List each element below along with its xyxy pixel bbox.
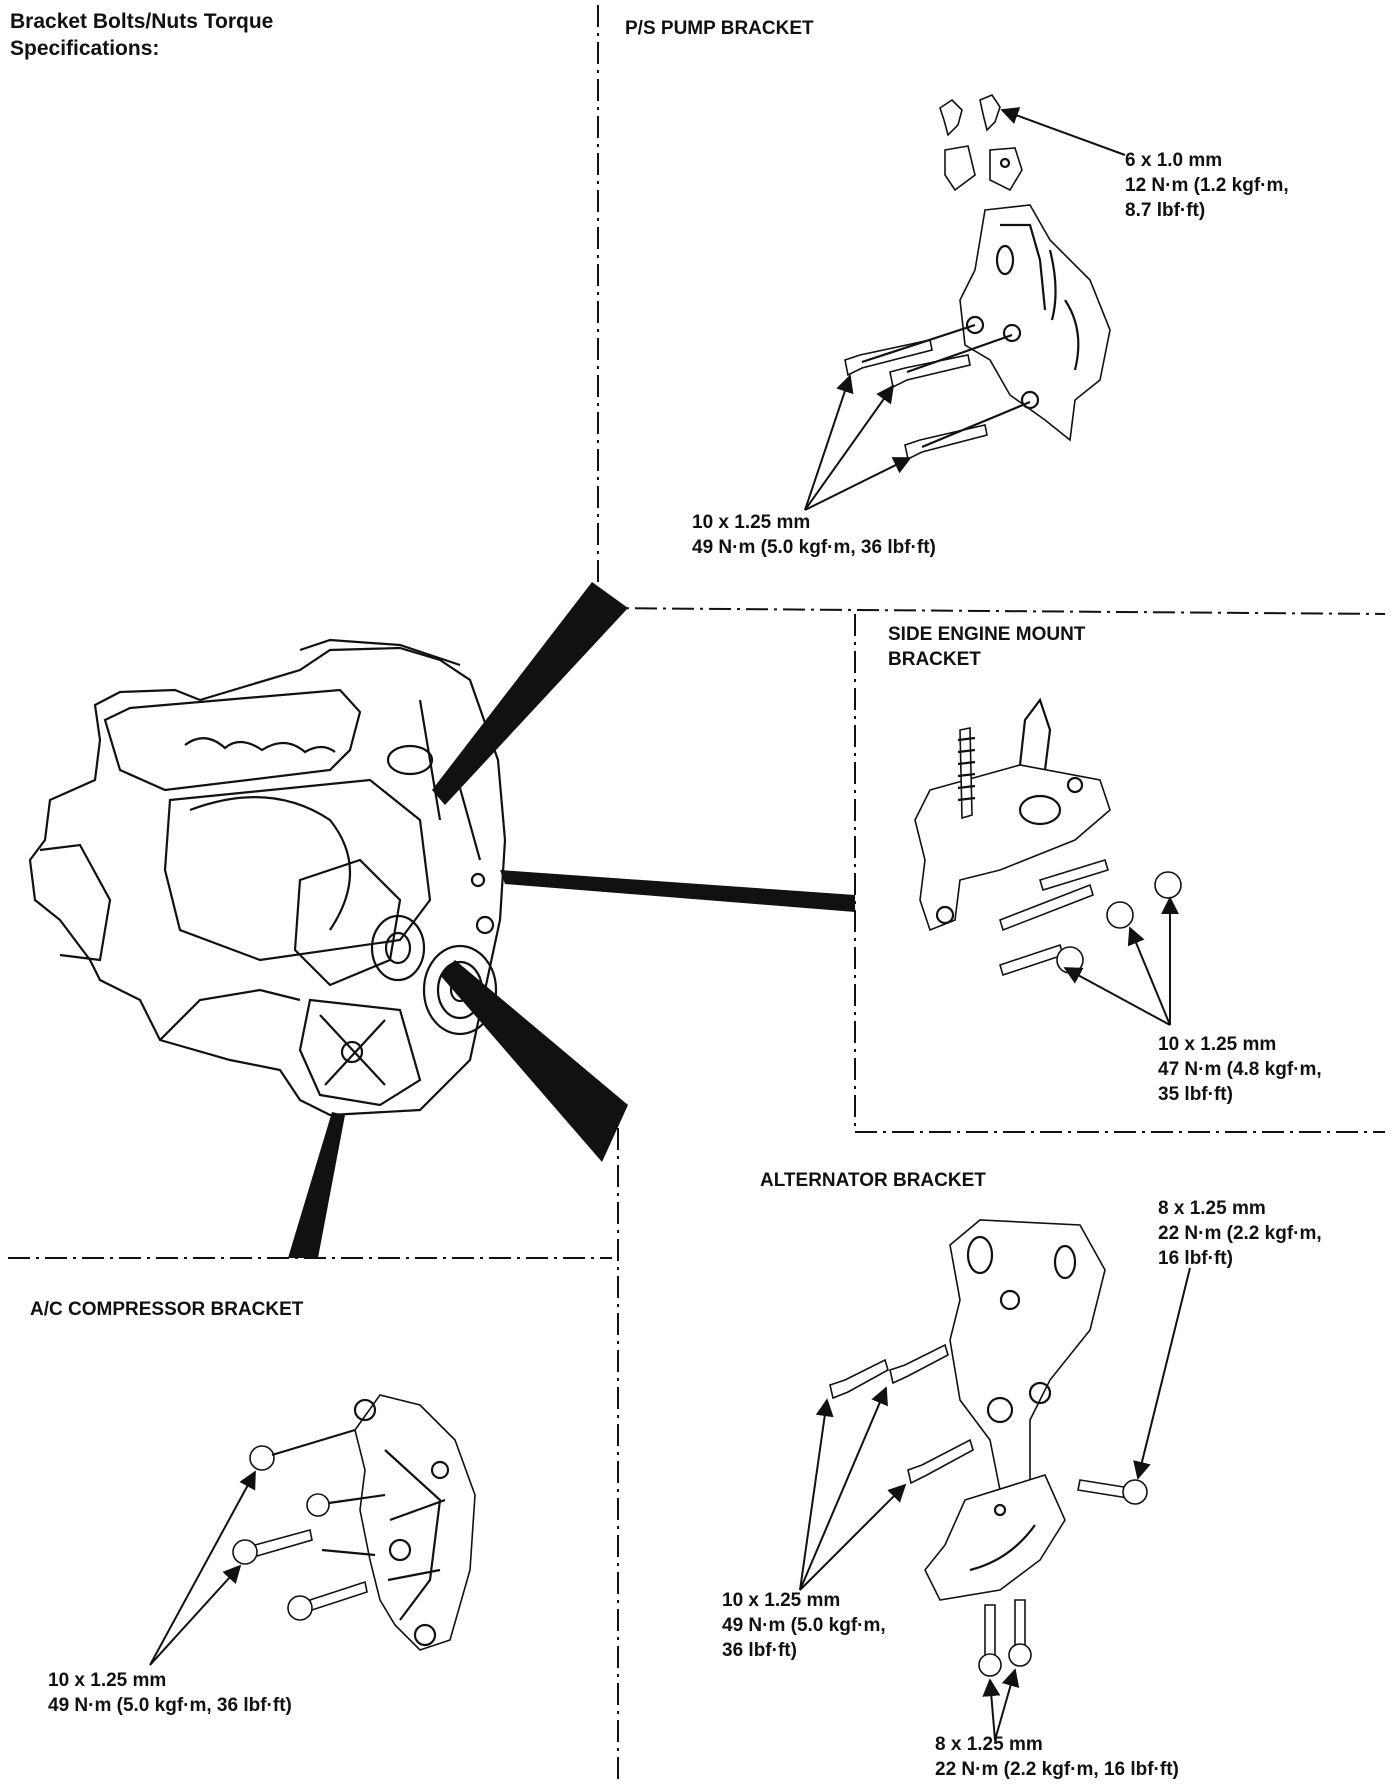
callout-wedges xyxy=(288,582,855,1258)
engine-illustration xyxy=(28,638,507,1117)
alternator-spec-left-torque: 49 N·m (5.0 kgf·m, xyxy=(722,1615,886,1636)
ac-compressor-title: A/C COMPRESSOR BRACKET xyxy=(30,1299,304,1320)
side-mount-title: SIDE ENGINE MOUNT BRACKET xyxy=(888,622,1085,672)
alternator-spec-bottom-size: 8 x 1.25 mm xyxy=(935,1734,1043,1755)
side-mount-spec-size: 10 x 1.25 mm xyxy=(1158,1034,1277,1055)
alternator-arrows xyxy=(799,1267,1191,1741)
ps-pump-spec-small-torque: 12 N·m (1.2 kgf·m, xyxy=(1125,175,1289,196)
alternator-spec-top: 8 x 1.25 mm 22 N·m (2.2 kgf·m, 16 lbf·ft… xyxy=(1158,1196,1322,1271)
alternator-spec-left-size: 10 x 1.25 mm xyxy=(722,1590,841,1611)
ps-pump-spec-large: 10 x 1.25 mm 49 N·m (5.0 kgf·m, 36 lbf·f… xyxy=(692,510,936,560)
page-title: Bracket Bolts/Nuts Torque Specifications… xyxy=(10,8,273,62)
alternator-spec-left-torque-imperial: 36 lbf·ft) xyxy=(722,1640,797,1661)
page-title-line-1: Bracket Bolts/Nuts Torque xyxy=(10,10,274,33)
alternator-bracket-drawing xyxy=(829,1219,1148,1677)
side-mount-spec: 10 x 1.25 mm 47 N·m (4.8 kgf·m, 35 lbf·f… xyxy=(1158,1032,1322,1107)
side-mount-title-line-1: SIDE ENGINE MOUNT xyxy=(888,624,1086,645)
alternator-spec-bottom-torque: 22 N·m (2.2 kgf·m, 16 lbf·ft) xyxy=(935,1759,1179,1780)
ps-pump-spec-small: 6 x 1.0 mm 12 N·m (1.2 kgf·m, 8.7 lbf·ft… xyxy=(1125,148,1289,223)
ps-pump-title: P/S PUMP BRACKET xyxy=(625,18,814,39)
side-mount-bracket-drawing xyxy=(914,697,1182,977)
ps-pump-spec-large-torque: 49 N·m (5.0 kgf·m, 36 lbf·ft) xyxy=(692,537,936,558)
ps-pump-spec-small-size: 6 x 1.0 mm xyxy=(1125,150,1223,171)
alternator-spec-top-size: 8 x 1.25 mm xyxy=(1158,1198,1266,1219)
side-mount-spec-torque: 47 N·m (4.8 kgf·m, xyxy=(1158,1059,1322,1080)
ps-pump-bracket-drawing xyxy=(844,94,1111,461)
alternator-title: ALTERNATOR BRACKET xyxy=(760,1170,986,1191)
ps-pump-spec-small-torque-imperial: 8.7 lbf·ft) xyxy=(1125,200,1206,221)
ps-pump-spec-large-size: 10 x 1.25 mm xyxy=(692,512,811,533)
side-mount-spec-torque-imperial: 35 lbf·ft) xyxy=(1158,1084,1233,1105)
ac-compressor-spec-torque: 49 N·m (5.0 kgf·m, 36 lbf·ft) xyxy=(48,1695,292,1716)
ac-compressor-arrows xyxy=(149,1470,256,1666)
ac-compressor-spec-size: 10 x 1.25 mm xyxy=(48,1670,167,1691)
alternator-spec-top-torque-imperial: 16 lbf·ft) xyxy=(1158,1248,1233,1269)
alternator-spec-top-torque: 22 N·m (2.2 kgf·m, xyxy=(1158,1223,1322,1244)
side-mount-arrows xyxy=(1063,896,1179,1026)
ps-pump-arrows xyxy=(804,107,1126,511)
page-title-line-2: Specifications: xyxy=(10,37,160,60)
ac-compressor-spec: 10 x 1.25 mm 49 N·m (5.0 kgf·m, 36 lbf·f… xyxy=(48,1668,292,1718)
alternator-spec-left: 10 x 1.25 mm 49 N·m (5.0 kgf·m, 36 lbf·f… xyxy=(722,1588,886,1663)
side-mount-title-line-2: BRACKET xyxy=(888,649,981,670)
ac-compressor-bracket-drawing xyxy=(232,1394,476,1651)
alternator-spec-bottom: 8 x 1.25 mm 22 N·m (2.2 kgf·m, 16 lbf·ft… xyxy=(935,1732,1179,1782)
